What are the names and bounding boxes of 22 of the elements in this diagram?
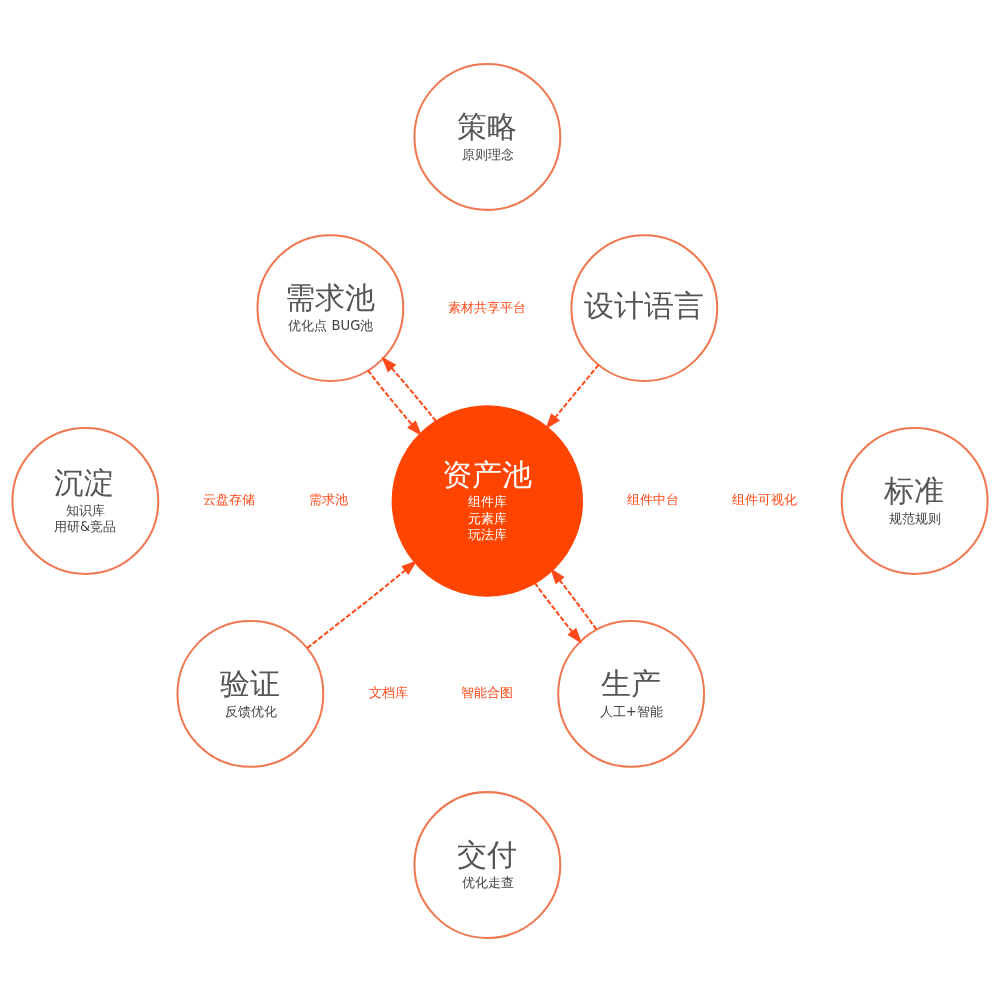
node-circle: 策略 原则理念 [413, 63, 562, 211]
node-circle: 验证 反馈优化 [176, 620, 325, 768]
arrow [533, 582, 583, 644]
label: 智能合图 [461, 685, 514, 701]
label: 组件可视化 [732, 492, 798, 508]
node-circle: 资产池 组件库 元素库 玩法库 [391, 405, 584, 597]
node-circle: 需求池 优化点 BUG池 [256, 234, 405, 382]
arrow [550, 567, 598, 631]
node-circle: 交付 优化走查 [413, 791, 562, 939]
arrow [545, 364, 600, 430]
arrow [367, 369, 423, 437]
label: 组件中台 [627, 492, 680, 508]
label: 文档库 [368, 685, 408, 701]
arrow [381, 356, 437, 422]
label: 云盘存储 [203, 492, 256, 508]
node-circle: 标准 规范规则 [840, 427, 989, 575]
arrow [306, 560, 418, 649]
label: 素材共享平台 [448, 299, 527, 315]
node-circle: 生产 人工+智能 [557, 620, 706, 768]
node-circle: 沉淀 知识库 用研&竞品 [11, 427, 160, 575]
node-circle: 设计语言 [570, 234, 719, 382]
label: 需求池 [308, 492, 348, 508]
